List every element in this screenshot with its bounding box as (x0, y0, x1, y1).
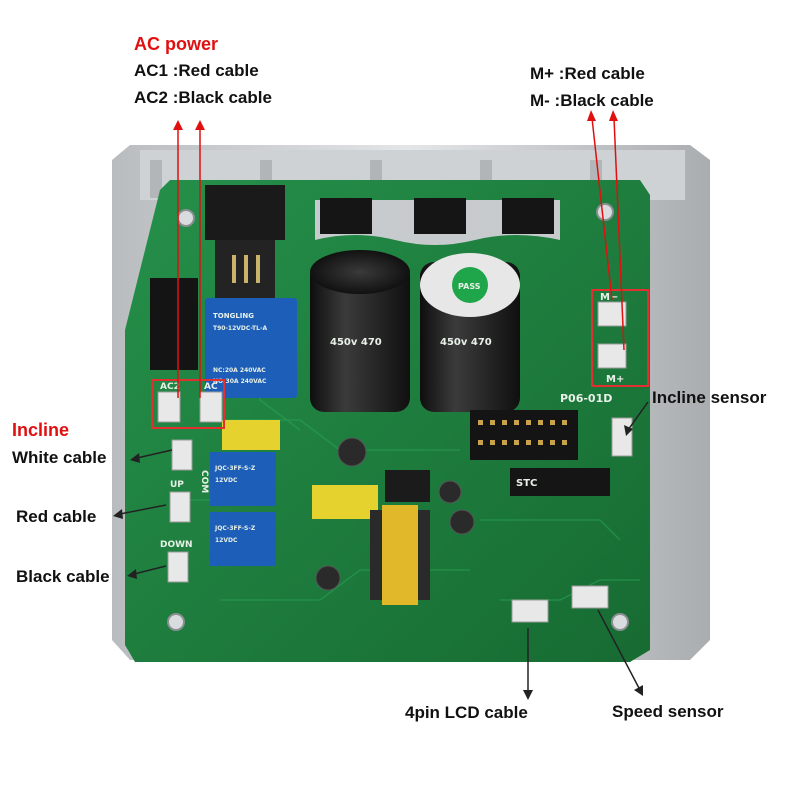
black-arrowheads (113, 425, 643, 700)
svg-text:T90-12VDC-TL-A: T90-12VDC-TL-A (213, 325, 267, 332)
black-arrows (119, 401, 649, 695)
small-relays: JQC-3FF-S-Z 12VDC JQC-3FF-S-Z 12VDC (210, 452, 276, 566)
ac-arrows (177, 117, 625, 398)
incline-title: Incline (12, 420, 70, 440)
svg-text:JQC-3FF-S-Z: JQC-3FF-S-Z (214, 465, 256, 472)
pin-header (470, 410, 578, 460)
board-model: P06-01D (560, 392, 612, 405)
svg-text:450v 470: 450v 470 (440, 337, 492, 348)
svg-text:DOWN: DOWN (160, 540, 193, 550)
main-relay: TONGLING T90-12VDC-TL-A NC:20A 240VAC NO… (205, 298, 297, 398)
transformer (370, 505, 430, 605)
red-cable-label: Red cable (16, 507, 97, 526)
svg-text:AC: AC (204, 382, 218, 392)
svg-text:AC2: AC2 (160, 382, 180, 392)
svg-text:M−: M− (600, 292, 618, 303)
svg-text:TONGLING: TONGLING (213, 312, 254, 320)
power-inlet (205, 185, 285, 300)
film-capacitor-1 (222, 420, 280, 450)
svg-text:NC:20A 240VAC: NC:20A 240VAC (213, 367, 266, 374)
svg-text:UP: UP (170, 480, 184, 490)
svg-text:M+: M+ (606, 374, 624, 385)
ac1-label: AC1 :Red cable (134, 61, 259, 80)
capacitor-right: PASS 450v 470 (420, 253, 520, 412)
regulator (385, 470, 430, 502)
m-plus-label: M+ :Red cable (530, 64, 645, 83)
svg-text:450v 470: 450v 470 (330, 337, 382, 348)
svg-text:PASS: PASS (458, 282, 481, 291)
mounting-holes (167, 203, 629, 631)
incline-sensor-label: Incline sensor (652, 388, 767, 407)
black-cable-label: Black cable (16, 567, 110, 586)
ac-arrowheads (173, 110, 618, 130)
highlight-boxes (151, 289, 649, 429)
ac-power-title: AC power (134, 34, 219, 54)
svg-text:STC: STC (516, 478, 537, 489)
left-connector (150, 278, 198, 370)
speed-sensor-label: Speed sensor (612, 702, 724, 721)
svg-text:NO:30A 240VAC: NO:30A 240VAC (213, 378, 267, 385)
film-capacitor-2 (312, 485, 378, 519)
small-capacitors (315, 437, 475, 591)
svg-text:12VDC: 12VDC (215, 537, 238, 544)
mcu-chip: STC (510, 468, 610, 496)
m-minus-label: M- :Black cable (530, 91, 654, 110)
white-cable-label: White cable (12, 448, 107, 467)
lcd-cable-label: 4pin LCD cable (405, 703, 528, 722)
svg-text:12VDC: 12VDC (215, 477, 238, 484)
power-transistors (315, 198, 560, 245)
capacitor-left: 450v 470 (310, 250, 410, 412)
ac2-label: AC2 :Black cable (134, 88, 272, 107)
svg-text:COM: COM (199, 470, 209, 493)
svg-text:JQC-3FF-S-Z: JQC-3FF-S-Z (214, 525, 256, 532)
